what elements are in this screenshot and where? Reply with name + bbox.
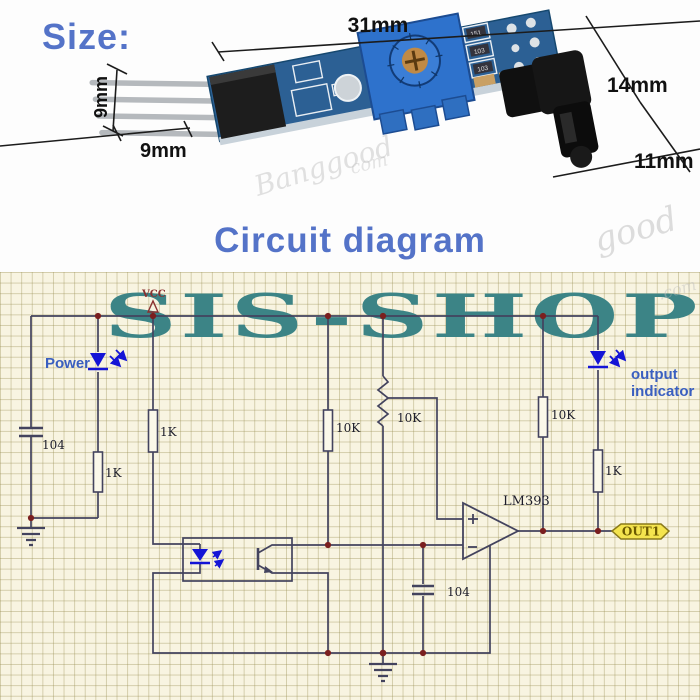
component-labels: 1K 1K 10K 10K 10K 1K 104 104 LM393 VCC <box>42 289 623 599</box>
silkscreen <box>290 22 498 118</box>
module-photo: Banggood com good <box>0 9 700 261</box>
label-power: Power <box>45 355 90 372</box>
opto-box <box>182 537 293 582</box>
dimension-9mm-vert-label: 9mm <box>91 76 111 118</box>
dimension-lines <box>0 15 700 178</box>
opto-phototransistor <box>256 544 292 574</box>
pcb-board: 151 103 103 <box>89 9 563 146</box>
dimension-labels: 31mm 14mm 11mm 9mm 9mm <box>91 14 694 173</box>
dimension-14mm-line <box>585 15 641 103</box>
capacitor-input <box>19 426 43 438</box>
smd-label: 151 <box>470 29 482 38</box>
label-c-filter: 104 <box>447 585 470 599</box>
dimension-tick <box>211 41 225 62</box>
comparator-lm393 <box>462 501 520 561</box>
annotation-labels: Power output indicator <box>45 355 695 400</box>
smd-label: 103 <box>477 65 489 74</box>
photo-interrupter <box>182 537 293 582</box>
dimension-31mm-label: 31mm <box>348 14 409 37</box>
dimension-9mm-horiz-label: 9mm <box>140 140 187 162</box>
circuit-schematic: .com <box>17 275 699 683</box>
potentiometer-branch <box>376 316 390 653</box>
resistor-power-led <box>92 451 104 493</box>
schematic-grid-background <box>0 272 700 700</box>
dimension-11mm-line <box>552 148 700 178</box>
ground-symbols <box>17 526 397 683</box>
capacitors <box>19 426 434 596</box>
label-comparator: LM393 <box>503 494 550 509</box>
dimension-14mm-line2 <box>639 101 691 173</box>
dimension-9mm-horiz-line <box>0 127 191 147</box>
dimension-tick <box>112 124 122 142</box>
pin-header-top <box>209 64 276 85</box>
label-r-power: 1K <box>105 466 123 480</box>
left-branch <box>30 316 98 527</box>
pot-wiper-to-plus-input <box>388 397 463 520</box>
ground-bottom <box>369 662 397 683</box>
mounting-hole <box>333 73 362 102</box>
dimension-9mm-vert-line <box>112 69 118 132</box>
resistor-divider <box>322 409 334 452</box>
out1-label: OUT1 <box>622 525 660 539</box>
ground-left <box>17 526 45 547</box>
capacitor-filter <box>412 584 434 596</box>
dimension-11mm-label: 11mm <box>634 150 694 173</box>
out1-tag: OUT1 <box>610 523 671 540</box>
label-r-indicator: 1K <box>605 464 623 478</box>
power-led <box>88 349 128 371</box>
resistor-ir-led <box>147 409 159 453</box>
pin-header <box>209 64 287 139</box>
output-indicator-led <box>588 349 627 369</box>
size-heading: Size: <box>42 16 132 57</box>
dimension-extension-line <box>544 20 700 32</box>
resistors <box>92 396 604 493</box>
ir-sensor <box>499 50 599 168</box>
resistor-indicator <box>592 449 604 493</box>
smd-label: 103 <box>473 47 485 56</box>
comparator-input-signs <box>468 514 478 548</box>
label-output-line1: output <box>631 366 678 383</box>
trimmer-potentiometer <box>356 12 476 135</box>
label-r-pullup: 10K <box>551 408 576 422</box>
emitter-wire <box>292 572 329 653</box>
label-r-ir: 1K <box>160 425 178 439</box>
resistor-pullup <box>537 396 549 438</box>
label-r-pot: 10K <box>397 411 422 425</box>
circuit-wires <box>30 315 613 663</box>
label-vcc: VCC <box>141 289 166 300</box>
circuit-diagram-title: Circuit diagram <box>214 221 486 260</box>
header-pins <box>89 79 232 138</box>
label-r-divider: 10K <box>336 421 361 435</box>
dimension-tick <box>183 120 193 138</box>
dimension-tick <box>106 63 128 75</box>
watermark-script: .com <box>656 275 699 304</box>
junction-dots <box>27 312 602 657</box>
label-c-input: 104 <box>42 438 65 452</box>
label-output-line2: indicator <box>631 383 695 400</box>
dimension-14mm-label: 14mm <box>607 74 668 97</box>
opto-ir-led <box>190 549 225 569</box>
ir-led-branch-and-ground-rail <box>152 316 491 654</box>
minus-input-wire <box>292 544 463 653</box>
dimension-31mm-line <box>217 30 546 53</box>
